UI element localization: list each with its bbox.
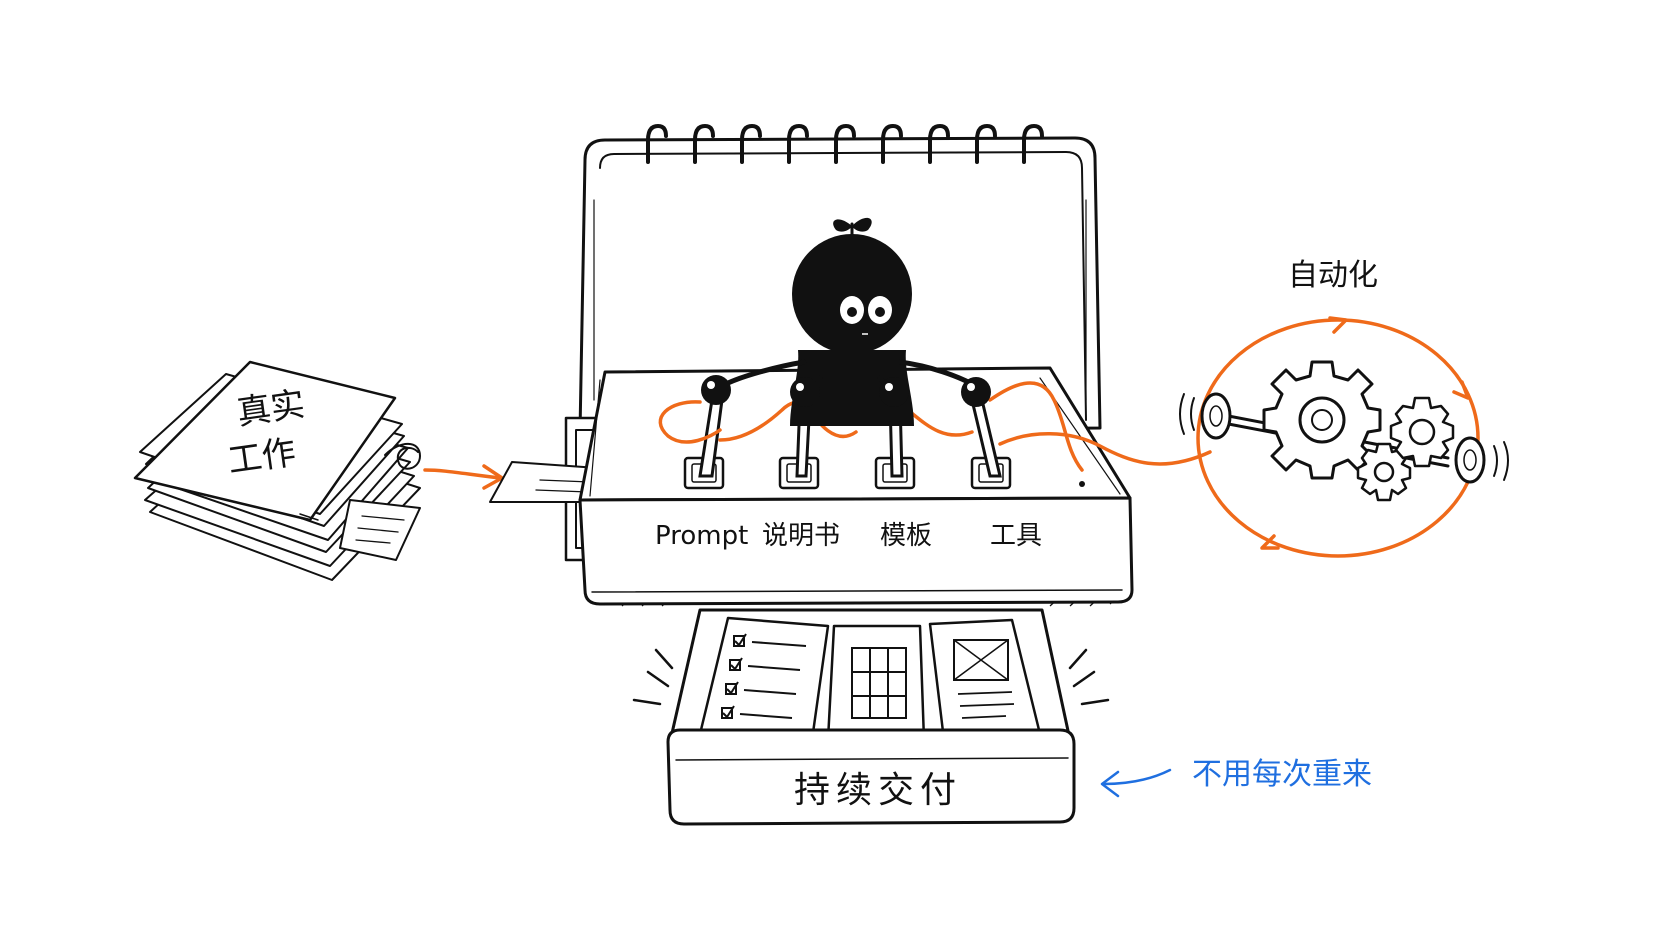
output-tray-label: 持续交付: [794, 770, 962, 811]
sprout-head-robot-icon: [701, 217, 991, 426]
paper-stack: 真实 工作: [133, 360, 421, 581]
side-note: 不用每次重来: [1100, 757, 1372, 798]
gear-cluster-icon: [1179, 360, 1509, 502]
output-tray: 持续交付: [632, 608, 1110, 826]
automation-label: 自动化: [1288, 258, 1378, 293]
binder-machine: Prompt 说明书 模板 工具: [489, 123, 1212, 607]
switch-label-manual: 说明书: [762, 521, 840, 551]
grid-sheet-icon: [826, 624, 926, 742]
paper-label-line2: 工作: [225, 432, 298, 481]
input-arrow: [423, 464, 504, 490]
switch-label-tools: 工具: [990, 521, 1042, 551]
automation-cycle: 自动化: [1179, 258, 1509, 558]
spiral-binding-icon: [646, 123, 1044, 164]
switch-label-template: 模板: [880, 521, 932, 551]
side-note-text: 不用每次重来: [1192, 757, 1372, 792]
paper-label-line1: 真实: [234, 384, 307, 433]
switch-label-prompt: Prompt: [655, 521, 748, 551]
